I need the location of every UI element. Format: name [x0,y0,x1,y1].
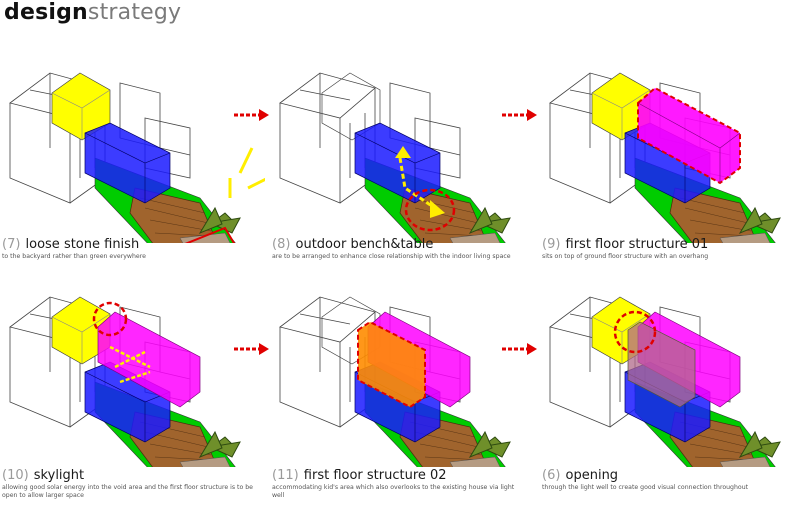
panel-loose-stone: (7) loose stone finish to the backyard r… [0,28,265,273]
relationship-arrow-icon [398,157,436,210]
step-description: sits on top of ground floor structure wi… [542,253,709,260]
step-number: (9) [542,237,561,252]
step-number: (11) [272,468,299,483]
next-arrow-icon [234,109,269,121]
panel-first-floor-01: (9) first floor structure 01 sits on top… [540,28,800,273]
diagram-loose-stone [9,72,265,243]
caption: (10) skylight allowing good solar energy… [2,464,257,500]
step-heading: first floor structure 02 [303,468,447,483]
highlight-circle [92,301,128,337]
next-arrow-icon [502,343,537,355]
caption: (9) first floor structure 01 sits on top… [542,233,797,261]
next-arrow-icon [502,109,537,121]
step-heading: first floor structure 01 [565,237,709,252]
caption: (6) opening through the light well to cr… [542,464,797,492]
step-heading: skylight [33,468,85,483]
caption: (7) loose stone finish to the backyard r… [2,233,257,261]
diagram-first-floor-02 [279,296,526,467]
diagram-outdoor-bench [279,72,526,243]
light-arrows-icon [109,345,151,384]
caption: (11) first floor structure 02 accommodat… [272,464,527,500]
caption: (8) outdoor bench&table are to be arrang… [272,233,527,261]
magenta-volume [637,86,741,185]
step-number: (8) [272,237,291,252]
step-number: (10) [2,468,29,483]
panel-opening: (6) opening through the light well to cr… [540,272,800,517]
panel-outdoor-bench: (8) outdoor bench&table are to be arrang… [270,28,535,273]
step-description: accommodating kid's area which also over… [272,484,515,499]
step-description: are to be arranged to enhance close rela… [272,253,511,260]
highlight-circle [404,188,456,232]
panel-skylight: (10) skylight allowing good solar energy… [0,272,265,517]
step-heading: loose stone finish [25,237,140,252]
diagram-opening [549,296,796,467]
diagram-skylight [9,296,256,467]
step-number: (7) [2,237,21,252]
panel-first-floor-02: (11) first floor structure 02 accommodat… [270,272,535,517]
step-number: (6) [542,468,561,483]
sun-rays-icon [228,147,265,198]
page-title: designstrategy [4,0,182,25]
diagram-first-floor-01 [549,72,796,243]
step-description: to the backyard rather than green everyw… [2,253,146,260]
highlight-circle [613,310,657,354]
step-heading: opening [565,468,619,483]
highlight-box [184,226,236,243]
step-description: allowing good solar energy into the void… [2,484,253,499]
next-arrow-icon [234,343,269,355]
step-heading: outdoor bench&table [295,237,434,252]
orange-volume [357,320,426,409]
step-description: through the light well to create good vi… [542,484,749,491]
